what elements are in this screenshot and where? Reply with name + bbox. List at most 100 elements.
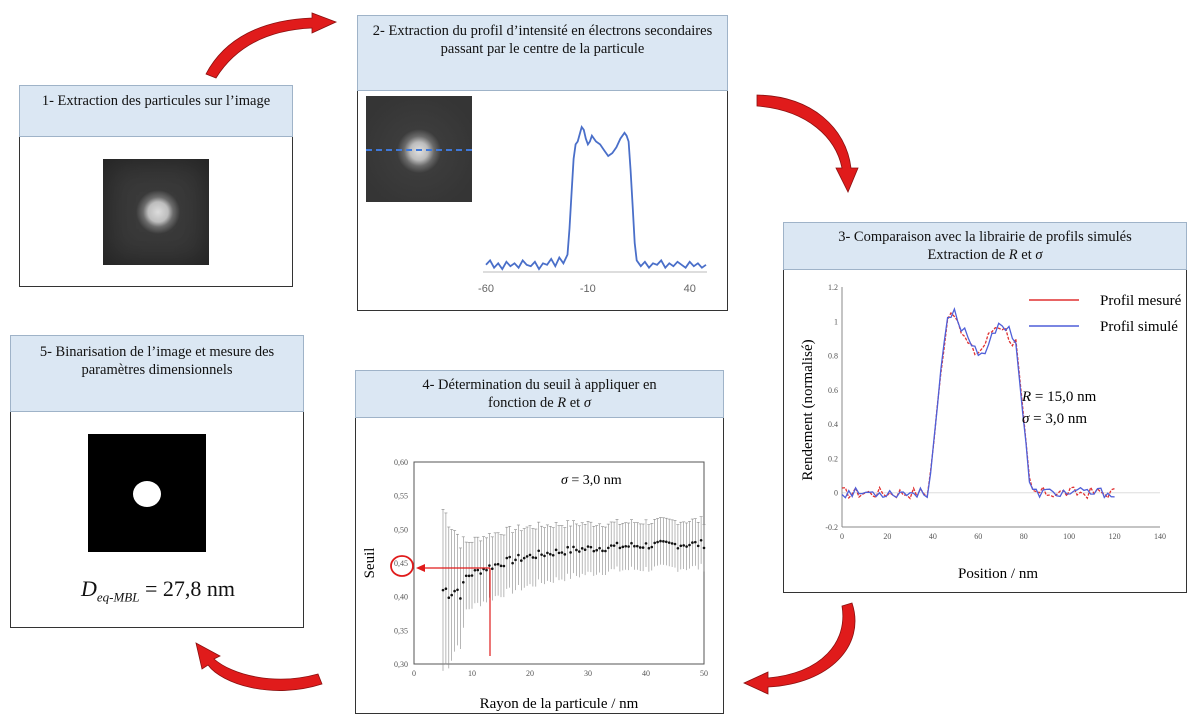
data-point bbox=[667, 541, 671, 544]
step3-title-line2: Extraction de R et σ bbox=[927, 247, 1043, 263]
legend-label-simulated: Profil simulé bbox=[1100, 319, 1178, 335]
data-point bbox=[682, 544, 685, 547]
step2-title: 2- Extraction du profil d’intensité en é… bbox=[372, 23, 713, 57]
data-point bbox=[534, 556, 538, 560]
data-point bbox=[575, 548, 578, 552]
data-point bbox=[638, 546, 642, 549]
series-profil-simule bbox=[841, 306, 1115, 499]
data-point bbox=[554, 548, 558, 552]
step4-y-tick-label: 0,30 bbox=[394, 660, 408, 669]
data-point bbox=[621, 545, 625, 549]
step4-x-tick-label: 50 bbox=[700, 669, 708, 678]
data-point bbox=[607, 546, 610, 550]
data-point bbox=[679, 544, 683, 548]
data-point bbox=[572, 545, 575, 549]
step4-x-tick-label: 10 bbox=[468, 669, 476, 678]
step3-y-tick-label: -0.2 bbox=[825, 523, 838, 532]
data-point bbox=[618, 546, 622, 550]
data-point bbox=[583, 548, 587, 551]
arrow-step3-to-step4 bbox=[743, 602, 856, 695]
data-point bbox=[549, 552, 552, 556]
step3-x-tick-label: 60 bbox=[974, 532, 982, 541]
step4-x-tick-label: 30 bbox=[584, 669, 592, 678]
data-point bbox=[467, 574, 471, 578]
data-point bbox=[595, 548, 598, 552]
step2-particle-image bbox=[366, 96, 472, 202]
data-point bbox=[650, 545, 654, 549]
data-point bbox=[578, 550, 581, 553]
series-profil-mesure bbox=[841, 311, 1115, 500]
step3-y-tick-label: 1 bbox=[834, 317, 838, 326]
data-point bbox=[493, 563, 497, 566]
step3-y-tick-label: 0.2 bbox=[828, 454, 838, 463]
data-point bbox=[598, 546, 601, 550]
step3-header: 3- Comparaison avec la librairie de prof… bbox=[783, 222, 1187, 270]
data-point bbox=[566, 545, 569, 549]
data-point bbox=[630, 541, 633, 545]
binarized-particle bbox=[133, 481, 161, 507]
data-point bbox=[676, 546, 680, 550]
step4-y-tick-label: 0,45 bbox=[394, 559, 408, 568]
data-point bbox=[456, 588, 459, 592]
data-point bbox=[502, 564, 506, 568]
step3-y-tick-label: 1.2 bbox=[828, 283, 838, 292]
data-point bbox=[499, 564, 503, 568]
data-point bbox=[691, 541, 694, 544]
step4-y-tick-label: 0,40 bbox=[394, 593, 408, 602]
data-point bbox=[696, 544, 700, 548]
data-point bbox=[505, 556, 509, 560]
legend-label-measured: Profil mesuré bbox=[1100, 293, 1182, 309]
step3-title-line1: 3- Comparaison avec la librairie de prof… bbox=[838, 229, 1132, 245]
data-point bbox=[560, 551, 564, 554]
step2-header: 2- Extraction du profil d’intensité en é… bbox=[357, 15, 728, 91]
data-point bbox=[447, 596, 451, 600]
data-point bbox=[627, 545, 630, 548]
data-point bbox=[496, 562, 500, 566]
data-point bbox=[473, 568, 477, 572]
annotation-sigma: σ = 3,0 nm bbox=[1022, 411, 1087, 427]
data-point bbox=[644, 542, 648, 545]
data-point bbox=[540, 553, 543, 556]
data-point bbox=[551, 553, 555, 557]
data-point bbox=[441, 588, 445, 592]
step3-y-tick-label: 0.6 bbox=[828, 386, 838, 395]
step2-profile-series bbox=[485, 124, 707, 271]
data-point bbox=[670, 542, 674, 545]
particle-image bbox=[103, 159, 209, 265]
step2-x-tick-label: -60 bbox=[478, 283, 494, 295]
step4-title-line2: fonction de R et σ bbox=[488, 395, 591, 411]
data-point bbox=[662, 540, 665, 543]
data-point bbox=[699, 538, 703, 542]
step4-annotation-sigma: σ = 3,0 nm bbox=[561, 473, 622, 488]
data-point bbox=[522, 556, 526, 560]
data-point bbox=[508, 555, 511, 559]
data-point bbox=[491, 567, 494, 571]
data-point bbox=[653, 541, 656, 545]
data-point bbox=[641, 546, 645, 549]
data-point bbox=[464, 574, 468, 578]
annotation-r: R = 15,0 nm bbox=[1021, 389, 1097, 405]
step3-x-tick-label: 80 bbox=[1020, 532, 1028, 541]
data-point bbox=[633, 544, 636, 548]
step2-panel: 2- Extraction du profil d’intensité en é… bbox=[357, 15, 728, 311]
data-point bbox=[659, 539, 662, 543]
data-point bbox=[525, 555, 529, 558]
step2-x-tick-label: 40 bbox=[684, 283, 696, 295]
data-point bbox=[702, 546, 706, 550]
data-point bbox=[612, 544, 616, 547]
step4-x-tick-label: 20 bbox=[526, 669, 534, 678]
step4-y-axis-label: Seuil bbox=[362, 548, 378, 579]
step1-header: 1- Extraction des particules sur l’image bbox=[19, 85, 293, 137]
data-point bbox=[470, 574, 474, 577]
arrow-step4-to-step5 bbox=[195, 642, 323, 691]
step5-panel: 5- Binarisation de l’image et mesure des… bbox=[10, 335, 304, 628]
data-point bbox=[615, 541, 619, 545]
data-point bbox=[531, 556, 535, 559]
data-point bbox=[528, 553, 532, 557]
arrow-step2-to-step3 bbox=[756, 94, 859, 193]
data-point bbox=[636, 544, 639, 548]
data-point bbox=[537, 549, 540, 553]
step5-title: 5- Binarisation de l’image et mesure des… bbox=[39, 344, 275, 378]
data-point bbox=[609, 544, 613, 547]
